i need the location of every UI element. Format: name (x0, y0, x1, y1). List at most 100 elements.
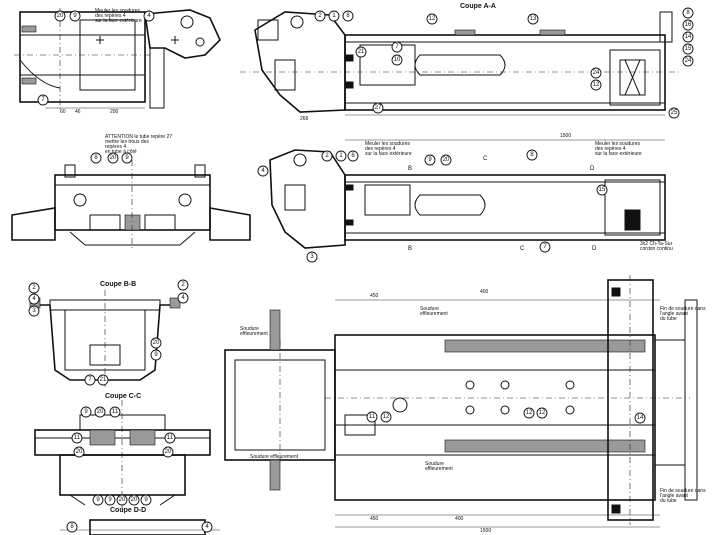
balloon: 11 (71, 432, 83, 444)
svg-text:11: 11 (74, 435, 81, 441)
note-line: effleurement (425, 466, 453, 472)
svg-text:9: 9 (108, 497, 112, 503)
balloon: 2 (314, 10, 326, 22)
balloon: 9 (104, 494, 116, 506)
note-line: sur la face extérieure (365, 151, 412, 157)
balloon: 9 (121, 152, 133, 164)
note-line: effleurement (240, 331, 268, 337)
svg-text:4: 4 (261, 168, 265, 174)
note-line: Soudure (240, 326, 259, 332)
balloon: 16 (682, 19, 694, 31)
note-line: Meuler les soudures (95, 8, 141, 14)
note-line: Fin de soudure dans (660, 488, 706, 494)
note-line: cordon continu (640, 246, 673, 252)
balloon: 7 (84, 374, 96, 386)
section-title-bb: Coupe B-B (100, 281, 136, 288)
view-coupe-bb: Coupe B-B (29, 281, 181, 390)
balloon: 2 (28, 282, 40, 294)
svg-text:9: 9 (73, 13, 77, 19)
note-line: Meuler les soudures (365, 141, 411, 147)
note-line: du tube (660, 316, 677, 322)
svg-text:4: 4 (205, 524, 209, 530)
svg-text:11: 11 (167, 435, 174, 441)
cross-mark (96, 36, 179, 44)
dim-60: 60 (60, 109, 66, 115)
svg-text:7: 7 (543, 244, 547, 250)
svg-text:15: 15 (685, 46, 692, 52)
note-line: ATTENTION le tube repère 27 (105, 134, 172, 140)
balloon: 24 (682, 55, 694, 67)
balloon: 9 (92, 494, 104, 506)
note-line: repères 4 (105, 144, 126, 150)
note-line: des repères 4 (365, 146, 396, 152)
dim-450: 450 (370, 516, 379, 522)
dim-450: 450 (370, 293, 379, 299)
view-middle-right-side: 1500 Meuler les soudures des repères 4 s… (269, 133, 673, 252)
balloon: 3 (28, 305, 40, 317)
note-line: des repères 4 (595, 146, 626, 152)
balloon: 7 (539, 241, 551, 253)
note-line: Soudure (420, 306, 439, 312)
balloon: 1 (335, 150, 347, 162)
balloon: 4 (257, 165, 269, 177)
view-bottom-right-plan: 450 450 1500 400 400 (224, 275, 706, 534)
balloon: 10 (391, 54, 403, 66)
svg-text:3: 3 (32, 308, 36, 314)
balloon: 12 (590, 79, 602, 91)
note-line: Fin de soudure dans (660, 306, 706, 312)
section-letter: C (520, 246, 525, 252)
balloon: 14 (634, 412, 646, 424)
note-line: l'angle avant (660, 311, 689, 317)
view-top-left: 60 46 200 Meuler les soudures des repère… (14, 8, 221, 115)
balloon: 9 (140, 494, 152, 506)
balloon: 15 (596, 184, 608, 196)
dim-400: 400 (455, 516, 464, 522)
note-line: du tube (660, 498, 677, 504)
svg-text:9: 9 (96, 497, 100, 503)
svg-text:2: 2 (181, 282, 185, 288)
svg-text:4: 4 (181, 295, 185, 301)
balloon: 27 (372, 102, 384, 114)
note-line: effleurement (420, 311, 448, 317)
balloon: 9 (424, 154, 436, 166)
svg-text:14: 14 (637, 415, 644, 421)
svg-text:2: 2 (318, 13, 322, 19)
dim-1500: 1500 (480, 528, 491, 534)
svg-text:20: 20 (76, 449, 83, 455)
balloon: 20 (116, 494, 128, 506)
balloon: 12 (426, 13, 438, 25)
view-middle-left-front: ATTENTION le tube repère 27 mettre les t… (11, 134, 251, 250)
section-letter: B (408, 246, 412, 252)
view-coupe-cc: Coupe C-C (34, 393, 211, 510)
section-letter: C (483, 156, 488, 162)
view-top-right-side: 268 Coupe A-A (240, 3, 680, 122)
balloon: 24 (590, 67, 602, 79)
balloon: 20 (440, 154, 452, 166)
section-title-aa: Coupe A-A (460, 3, 496, 10)
svg-text:27: 27 (375, 105, 382, 111)
svg-text:9: 9 (125, 155, 129, 161)
svg-text:8: 8 (346, 13, 350, 19)
balloon: 20 (73, 446, 85, 458)
svg-text:9: 9 (144, 497, 148, 503)
dim-46: 46 (75, 109, 81, 115)
note-line: des repères 4 (95, 13, 126, 19)
svg-text:13: 13 (530, 16, 537, 22)
balloon: 2 (321, 150, 333, 162)
balloon: 3 (306, 251, 318, 263)
svg-text:1: 1 (332, 13, 336, 19)
balloon: 7 (391, 41, 403, 53)
svg-text:8: 8 (686, 10, 690, 16)
section-title-cc: Coupe C-C (105, 393, 141, 400)
balloon: 20 (107, 152, 119, 164)
svg-text:6: 6 (351, 153, 355, 159)
dim-268: 268 (300, 116, 309, 122)
section-letter: D (592, 246, 597, 252)
svg-text:14: 14 (685, 34, 692, 40)
balloon: 11 (164, 432, 176, 444)
svg-text:3: 3 (310, 254, 314, 260)
svg-text:16: 16 (685, 22, 692, 28)
svg-text:20: 20 (153, 340, 160, 346)
svg-text:21: 21 (100, 377, 107, 383)
